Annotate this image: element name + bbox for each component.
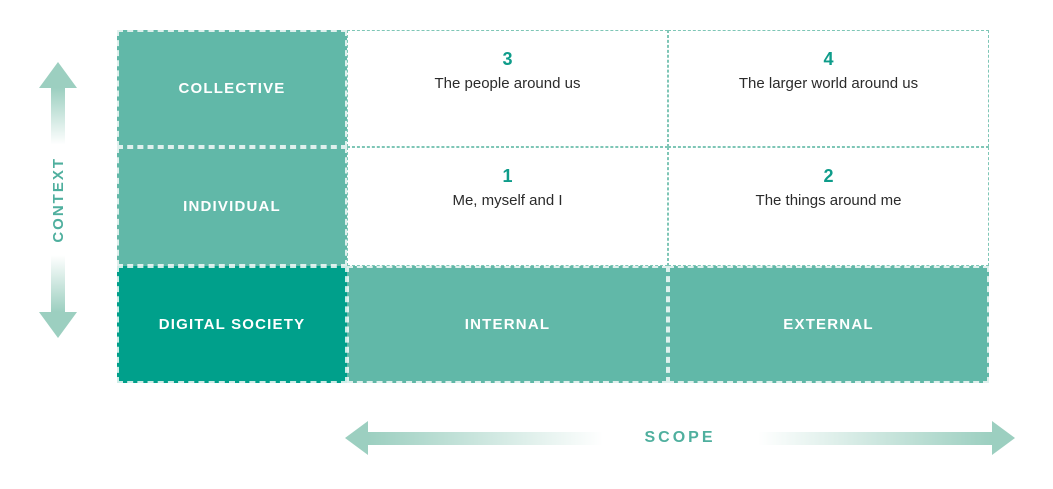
context-axis-label: CONTEXT [49, 157, 67, 243]
quadrant-1-label: Me, myself and I [452, 192, 563, 209]
quadrant-2: 2 The things around me [668, 147, 989, 266]
scope-axis: SCOPE [345, 421, 1016, 455]
context-arrow-shaft-top [51, 88, 65, 152]
row-header-individual-label: INDIVIDUAL [183, 198, 281, 215]
context-axis: CONTEXT [38, 62, 78, 339]
scope-arrow-shaft-right [731, 431, 993, 445]
column-header-internal: INTERNAL [347, 266, 668, 383]
corner-header-digital-society: DIGITAL SOCIETY [117, 266, 347, 383]
quadrant-4-label: The larger world around us [738, 75, 919, 92]
corner-header-label: DIGITAL SOCIETY [158, 316, 306, 333]
quadrant-1: 1 Me, myself and I [347, 147, 668, 266]
quadrant-4-number: 4 [823, 49, 834, 69]
column-header-internal-label: INTERNAL [464, 316, 551, 333]
column-header-external-label: EXTERNAL [783, 316, 874, 333]
row-header-collective-label: COLLECTIVE [178, 80, 286, 97]
column-header-external: EXTERNAL [668, 266, 989, 383]
quadrant-1-number: 1 [502, 166, 513, 186]
context-arrow-shaft-bottom [51, 248, 65, 313]
row-header-individual: INDIVIDUAL [117, 147, 347, 266]
quadrant-3-number: 3 [502, 49, 513, 69]
arrowhead-right-icon [992, 421, 1016, 455]
quadrant-matrix: COLLECTIVE 3 The people around us 4 The … [117, 30, 989, 383]
quadrant-2-number: 2 [823, 166, 834, 186]
row-header-collective: COLLECTIVE [117, 30, 347, 147]
quadrant-3: 3 The people around us [347, 30, 668, 147]
arrowhead-left-icon [345, 421, 368, 455]
arrowhead-up-icon [39, 62, 77, 88]
arrowhead-down-icon [39, 312, 77, 339]
quadrant-3-label: The people around us [434, 75, 581, 92]
quadrant-4: 4 The larger world around us [668, 30, 989, 147]
quadrant-2-label: The things around me [755, 192, 902, 209]
scope-axis-label: SCOPE [644, 429, 716, 446]
scope-arrow-shaft-left [368, 431, 629, 445]
